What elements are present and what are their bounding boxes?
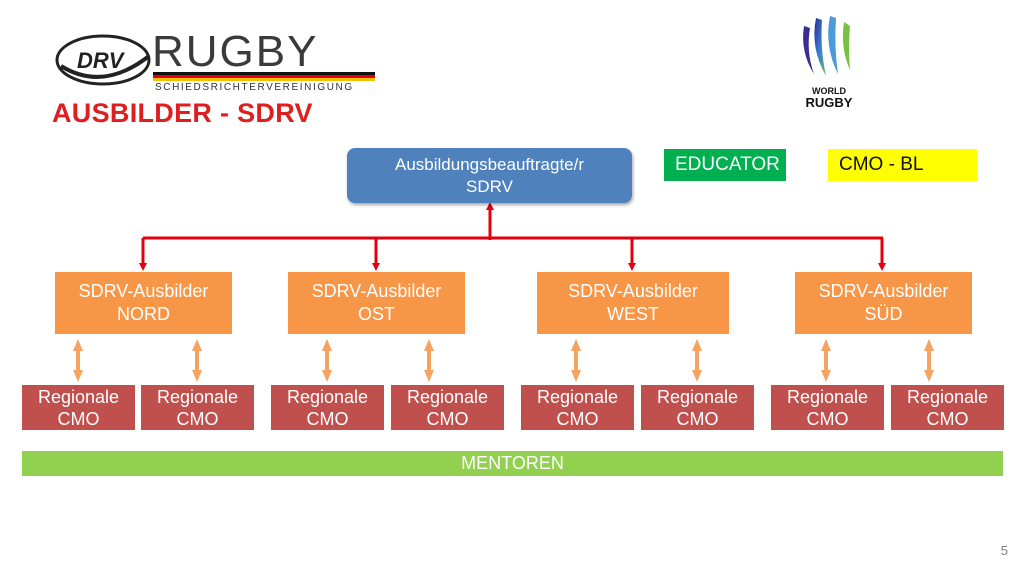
node-regionale-line2: CMO — [426, 408, 469, 429]
node-ausbilder-line2: NORD — [116, 304, 170, 324]
node-regionale-line1: Regionale — [37, 386, 120, 407]
node-regionale-line1: Regionale — [656, 386, 739, 407]
page-title: AUSBILDER - SDRV — [52, 98, 313, 128]
node-ausbilder-line2: SÜD — [864, 304, 903, 324]
node-regionale-line1: Regionale — [906, 386, 989, 407]
node-regionale-line2: CMO — [806, 408, 849, 429]
node-regionale-line1: Regionale — [156, 386, 239, 407]
node-regionale-line1: Regionale — [286, 386, 369, 407]
rugby-logo-text: RUGBY — [152, 30, 318, 76]
legend-educator: EDUCATOR — [664, 149, 786, 181]
page-number: 5 — [1000, 543, 1008, 558]
world-rugby-logo: WORLD RUGBY — [796, 12, 862, 112]
mentoren-bar: MENTOREN — [22, 451, 1003, 476]
node-ausbilder-west: SDRV-Ausbilder WEST — [537, 272, 729, 334]
node-ausbilder-ost: SDRV-Ausbilder OST — [288, 272, 465, 334]
node-ausbilder-line2: WEST — [606, 304, 659, 324]
node-top-line2: SDRV — [466, 176, 513, 196]
node-ausbildungsbeauftragte: Ausbildungsbeauftragte/r SDRV — [347, 148, 632, 203]
legend-cmo-bl: CMO - BL — [828, 149, 977, 181]
world-rugby-line2: RUGBY — [806, 95, 853, 110]
node-regionale-line2: CMO — [176, 408, 219, 429]
node-regionale-line2: CMO — [926, 408, 969, 429]
node-regionale-line2: CMO — [556, 408, 599, 429]
node-ausbilder-line1: SDRV-Ausbilder — [568, 281, 698, 301]
drv-rugby-logo: DRV RUGBY SCHIEDSRICHTERVEREINIGUNG — [55, 27, 385, 93]
world-rugby-line1: WORLD — [812, 86, 846, 96]
drv-logo-text: DRV — [77, 48, 126, 73]
logo-subtitle: SCHIEDSRICHTERVEREINIGUNG — [155, 82, 354, 92]
node-regionale-line1: Regionale — [786, 386, 869, 407]
legend-cmo-bl-label: CMO - BL — [839, 154, 924, 175]
node-top-line1: Ausbildungsbeauftragte/r — [394, 154, 585, 174]
node-regionale-line1: Regionale — [536, 386, 619, 407]
node-regionale-line2: CMO — [57, 408, 100, 429]
node-ausbilder-sued: SDRV-Ausbilder SÜD — [795, 272, 972, 334]
node-ausbilder-nord: SDRV-Ausbilder NORD — [55, 272, 232, 334]
node-regionale-line2: CMO — [306, 408, 349, 429]
node-ausbilder-line2: OST — [357, 304, 395, 324]
node-ausbilder-line1: SDRV-Ausbilder — [311, 281, 442, 301]
node-regionale-line1: Regionale — [406, 386, 489, 407]
node-regionale-line2: CMO — [676, 408, 719, 429]
legend-educator-label: EDUCATOR — [675, 154, 780, 175]
node-ausbilder-line1: SDRV-Ausbilder — [818, 281, 949, 301]
node-ausbilder-line1: SDRV-Ausbilder — [78, 281, 209, 301]
